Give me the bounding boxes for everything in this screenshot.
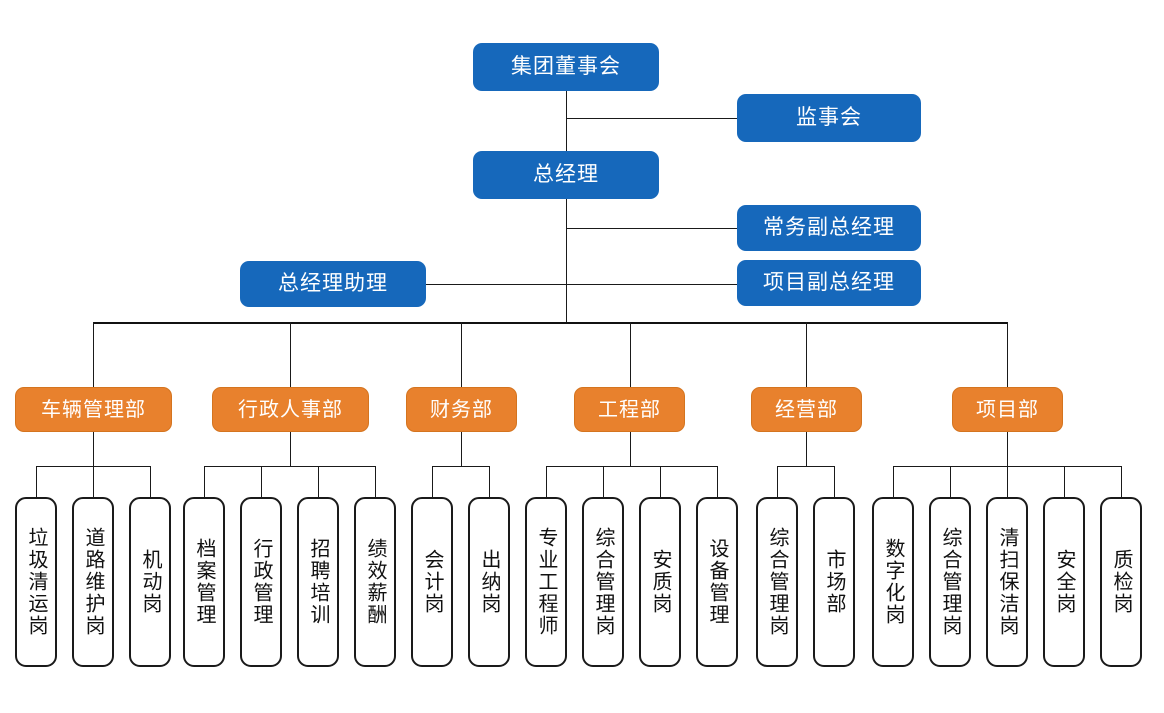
node-position-garbage-transport[interactable]: 垃圾清运岗 xyxy=(15,497,57,667)
connector-dept4-drop-2 xyxy=(603,466,604,497)
connector-dept2-drop-3 xyxy=(318,466,319,497)
node-position-engineering-general-management[interactable]: 综合管理岗 xyxy=(582,497,624,667)
node-position-market-department[interactable]: 市场部 xyxy=(813,497,855,667)
connector-spine-to-exec-vice-gm xyxy=(566,228,737,229)
node-position-project-general-management[interactable]: 综合管理岗 xyxy=(929,497,971,667)
node-general-manager-assistant[interactable]: 总经理助理 xyxy=(240,261,426,307)
connector-dept2-bar xyxy=(204,466,375,467)
node-position-safety[interactable]: 安全岗 xyxy=(1043,497,1085,667)
connector-drop-dept-5 xyxy=(806,322,807,387)
connector-dept5-drop-1 xyxy=(777,466,778,497)
connector-dept1-drop-3 xyxy=(150,466,151,497)
connector-dept3-bar xyxy=(432,466,489,467)
connector-dept5-drop-2 xyxy=(834,466,835,497)
connector-department-distribution-bar xyxy=(93,322,1008,324)
connector-drop-dept-2 xyxy=(290,322,291,387)
connector-dept1-drop-2 xyxy=(93,466,94,497)
connector-dept1-stem xyxy=(93,432,94,466)
connector-drop-dept-3 xyxy=(461,322,462,387)
node-executive-vice-general-manager[interactable]: 常务副总经理 xyxy=(737,205,921,251)
node-board-of-directors[interactable]: 集团董事会 xyxy=(473,43,659,91)
node-supervisory-board[interactable]: 监事会 xyxy=(737,94,921,142)
connector-drop-dept-4 xyxy=(630,322,631,387)
node-position-cleaning-sanitation[interactable]: 清扫保洁岗 xyxy=(986,497,1028,667)
node-position-digitalization[interactable]: 数字化岗 xyxy=(872,497,914,667)
connector-dept2-drop-2 xyxy=(261,466,262,497)
node-position-accounting[interactable]: 会计岗 xyxy=(411,497,453,667)
connector-dept2-drop-4 xyxy=(375,466,376,497)
connector-dept4-stem xyxy=(630,432,631,466)
connector-spine-to-project-vice-gm xyxy=(566,284,737,285)
node-position-mobile-duty[interactable]: 机动岗 xyxy=(129,497,171,667)
connector-dept5-stem xyxy=(806,432,807,466)
node-general-manager[interactable]: 总经理 xyxy=(473,151,659,199)
connector-dept4-drop-4 xyxy=(717,466,718,497)
node-position-administrative-management[interactable]: 行政管理 xyxy=(240,497,282,667)
connector-dept2-drop-1 xyxy=(204,466,205,497)
connector-dept6-drop-5 xyxy=(1121,466,1122,497)
connector-dept6-stem xyxy=(1007,432,1008,466)
connector-dept3-drop-2 xyxy=(489,466,490,497)
node-position-equipment-management[interactable]: 设备管理 xyxy=(696,497,738,667)
node-position-quality-inspection[interactable]: 质检岗 xyxy=(1100,497,1142,667)
node-position-professional-engineer[interactable]: 专业工程师 xyxy=(525,497,567,667)
node-department-finance[interactable]: 财务部 xyxy=(406,387,517,432)
node-department-project[interactable]: 项目部 xyxy=(952,387,1063,432)
connector-dept4-drop-3 xyxy=(660,466,661,497)
connector-dept6-drop-2 xyxy=(950,466,951,497)
connector-dept2-stem xyxy=(290,432,291,466)
node-department-operations[interactable]: 经营部 xyxy=(751,387,862,432)
connector-spine-to-gm-assistant xyxy=(426,284,566,285)
connector-gm-spine xyxy=(566,199,567,323)
connector-dept1-drop-1 xyxy=(36,466,37,497)
node-position-operations-general-management[interactable]: 综合管理岗 xyxy=(756,497,798,667)
connector-drop-dept-1 xyxy=(93,322,94,387)
connector-dept4-drop-1 xyxy=(546,466,547,497)
connector-drop-dept-6 xyxy=(1007,322,1008,387)
node-department-vehicle-management[interactable]: 车辆管理部 xyxy=(15,387,172,432)
node-position-recruitment-training[interactable]: 招聘培训 xyxy=(297,497,339,667)
node-department-admin-hr[interactable]: 行政人事部 xyxy=(212,387,369,432)
node-position-safety-quality[interactable]: 安质岗 xyxy=(639,497,681,667)
connector-dept6-drop-3 xyxy=(1007,466,1008,497)
connector-dept3-stem xyxy=(461,432,462,466)
node-position-cashier[interactable]: 出纳岗 xyxy=(468,497,510,667)
connector-dept6-drop-4 xyxy=(1064,466,1065,497)
connector-dept6-drop-1 xyxy=(893,466,894,497)
node-position-performance-compensation[interactable]: 绩效薪酬 xyxy=(354,497,396,667)
connector-spine-to-supervisory xyxy=(566,118,737,119)
connector-dept3-drop-1 xyxy=(432,466,433,497)
connector-dept4-bar xyxy=(546,466,717,467)
node-department-engineering[interactable]: 工程部 xyxy=(574,387,685,432)
node-position-archive-management[interactable]: 档案管理 xyxy=(183,497,225,667)
node-project-vice-general-manager[interactable]: 项目副总经理 xyxy=(737,260,921,306)
node-position-road-maintenance[interactable]: 道路维护岗 xyxy=(72,497,114,667)
connector-dept5-bar xyxy=(777,466,834,467)
connector-board-to-gm xyxy=(566,91,567,151)
